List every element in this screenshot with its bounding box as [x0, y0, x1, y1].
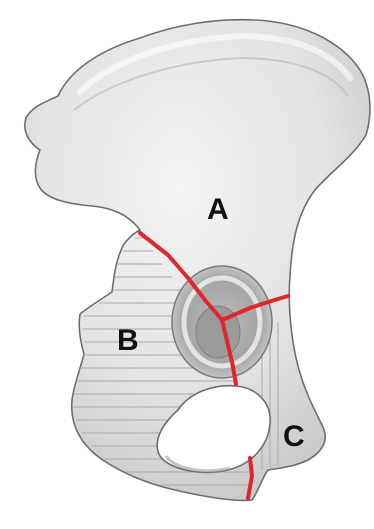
label-c: C: [283, 420, 305, 453]
label-b: B: [117, 324, 139, 357]
label-a: A: [207, 193, 229, 226]
